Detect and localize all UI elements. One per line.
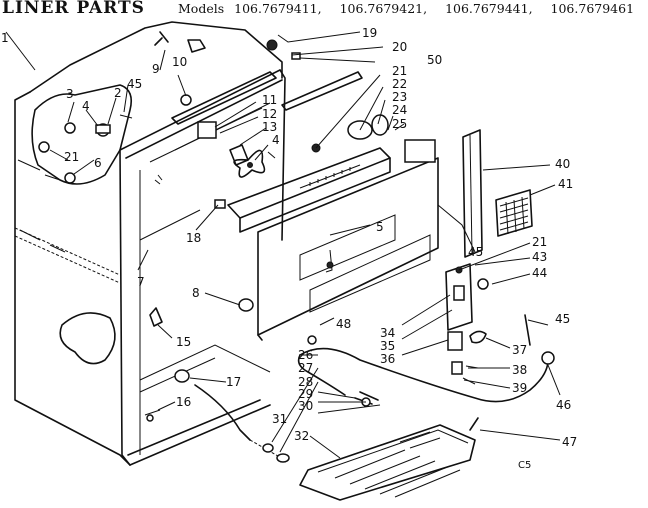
screw-10 — [180, 94, 192, 106]
callout-45: 45 — [127, 77, 142, 91]
screw-16 — [144, 409, 161, 416]
bracket-9 — [187, 39, 206, 53]
callout-4: 4 — [82, 99, 90, 113]
callout-40: 40 — [555, 157, 570, 171]
bulb-15 — [149, 307, 163, 327]
callout-11: 11 — [262, 93, 277, 107]
callout-34: 34 — [380, 326, 395, 340]
callout-4b: 4 — [272, 133, 280, 147]
door-channel — [462, 129, 483, 258]
callout-25: 25 — [392, 117, 407, 131]
callout-18: 18 — [186, 231, 201, 245]
callout-labels: 1 2 3 4 45 6 9 10 11 12 13 4 21 18 19 20… — [1, 26, 577, 471]
callout-15: 15 — [176, 335, 191, 349]
hinge-46 — [541, 351, 555, 365]
callout-8: 8 — [192, 286, 200, 300]
screw-16-head — [146, 414, 154, 422]
page-title: LINER PARTS — [2, 0, 145, 18]
callout-3: 3 — [66, 87, 74, 101]
liner-parts-diagram: 1 2 3 4 45 6 9 10 11 12 13 4 21 18 19 20… — [1, 21, 577, 501]
fan-motor-assembly — [197, 121, 276, 178]
screw-47 — [469, 417, 479, 431]
models-line: Models 106.7679411, 106.7679421, 106.767… — [178, 1, 648, 16]
callout-45b: 45 — [468, 245, 483, 259]
clip-9 — [154, 31, 169, 46]
callout-39: 39 — [512, 381, 527, 395]
callout-43: 43 — [532, 250, 547, 264]
callout-48: 48 — [336, 317, 351, 331]
callout-5: 5 — [376, 220, 384, 234]
callout-50: 50 — [427, 53, 442, 67]
callout-31: 31 — [272, 412, 287, 426]
callout-21b: 21 — [392, 64, 407, 78]
callout-22: 22 — [392, 77, 407, 91]
callout-17: 17 — [226, 375, 241, 389]
callout-29: 29 — [298, 387, 313, 401]
callout-32: 32 — [294, 429, 309, 443]
callout-7: 7 — [137, 275, 145, 289]
callout-6: 6 — [94, 156, 102, 170]
drain-tube — [299, 347, 549, 403]
callout-13: 13 — [262, 120, 277, 134]
callout-46: 46 — [556, 398, 571, 412]
callout-28: 28 — [298, 375, 313, 389]
clip-20 — [291, 52, 301, 60]
callout-35: 35 — [380, 339, 395, 353]
thermostat-control — [445, 263, 531, 385]
vent-grille — [495, 189, 533, 237]
callout-41: 41 — [558, 177, 573, 191]
callout-20: 20 — [392, 40, 407, 54]
image-code: C5 — [518, 460, 531, 471]
callout-44: 44 — [532, 266, 547, 280]
callout-16: 16 — [176, 395, 191, 409]
leader-lines — [5, 31, 561, 459]
callout-1: 1 — [1, 31, 9, 45]
drain-tube-end — [297, 354, 346, 396]
callout-26: 26 — [298, 348, 313, 362]
callout-21c: 21 — [532, 235, 547, 249]
callout-24: 24 — [392, 103, 407, 117]
screw-19 — [266, 39, 278, 51]
model-number: 106.7679411, — [234, 1, 322, 16]
callout-38: 38 — [512, 363, 527, 377]
plug-8 — [238, 298, 254, 312]
callout-12: 12 — [262, 107, 277, 121]
screw-48 — [307, 335, 317, 345]
evaporator-cover-assembly — [31, 84, 133, 185]
control-housing — [214, 114, 391, 233]
callout-2: 2 — [114, 86, 122, 100]
callout-9: 9 — [152, 62, 160, 76]
callout-37: 37 — [512, 343, 527, 357]
model-number: 106.7679421, — [339, 1, 428, 16]
callout-36: 36 — [380, 352, 395, 366]
top-rail — [171, 71, 363, 125]
cabinet-liner — [14, 21, 286, 466]
callout-23: 23 — [392, 90, 407, 104]
drain-fittings — [174, 369, 379, 463]
drip-tray — [299, 424, 476, 501]
callout-27: 27 — [298, 361, 313, 375]
wall-cutout — [59, 312, 116, 365]
callout-47: 47 — [562, 435, 577, 449]
model-number: 106.7679441, — [445, 1, 533, 16]
callout-21: 21 — [64, 150, 79, 164]
rear-panel — [257, 139, 439, 341]
model-number: 106.7679461 — [550, 1, 635, 16]
callout-45c: 45 — [555, 312, 570, 326]
callout-19: 19 — [362, 26, 377, 40]
models-label: Models — [178, 1, 225, 16]
callout-30: 30 — [298, 399, 313, 413]
callout-10: 10 — [172, 55, 187, 69]
